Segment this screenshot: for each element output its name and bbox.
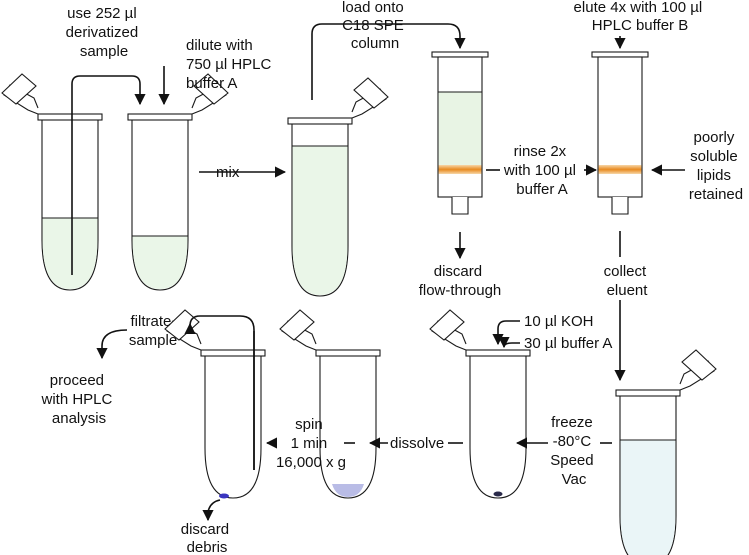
- tube-pellet: [429, 309, 531, 499]
- sorbent-band: [598, 165, 642, 174]
- tube-dissolved: [279, 309, 381, 499]
- tube-spin: [164, 309, 266, 499]
- label-load: load onto C18 SPE column: [342, 0, 408, 52]
- filtrate-dot: [219, 493, 229, 499]
- label-dilute: dilute with 750 µl HPLC buffer A: [186, 37, 276, 92]
- liquid-green: [42, 218, 98, 289]
- label-retained: poorly soluble lipids retained: [689, 129, 743, 203]
- label-rinse: rinse 2x with 100 µl buffer A: [503, 143, 580, 198]
- tube-derivatized-sample: [1, 73, 103, 291]
- spe-column-load: [431, 51, 489, 215]
- liquid-green: [132, 236, 188, 289]
- label-spin: spin 1 min 16,000 x g: [276, 416, 346, 471]
- liquid-green: [292, 146, 348, 295]
- spe-column-elute: [591, 51, 649, 215]
- label-koh: 10 µl KOH: [524, 313, 594, 330]
- label-discard-flow: discard flow-through: [419, 263, 502, 299]
- liquid-cyan: [620, 440, 676, 555]
- label-dissolve: dissolve: [390, 435, 444, 452]
- labels: use 252 µl derivatized sample dilute wit…: [40, 0, 743, 555]
- tube-eluent: [615, 349, 717, 555]
- label-buffer-a: 30 µl buffer A: [524, 335, 612, 352]
- pellet: [493, 491, 503, 497]
- connectors: [71, 23, 685, 522]
- tube-dilute: [127, 73, 229, 291]
- liquid-purple: [332, 484, 364, 497]
- label-elute: elute 4x with 100 µl HPLC buffer B: [574, 0, 707, 34]
- label-filtrate: filtrate sample: [129, 313, 177, 349]
- label-discard-debris: discard debris: [181, 521, 234, 555]
- tube-mixed: [287, 77, 389, 297]
- label-collect: collect eluent: [604, 263, 651, 299]
- label-proceed: proceed with HPLC analysis: [40, 372, 116, 427]
- label-mix: mix: [216, 164, 240, 181]
- label-sample: use 252 µl derivatized sample: [66, 5, 143, 60]
- label-freeze: freeze -80°C Speed Vac: [550, 414, 598, 488]
- sorbent-band: [438, 165, 482, 174]
